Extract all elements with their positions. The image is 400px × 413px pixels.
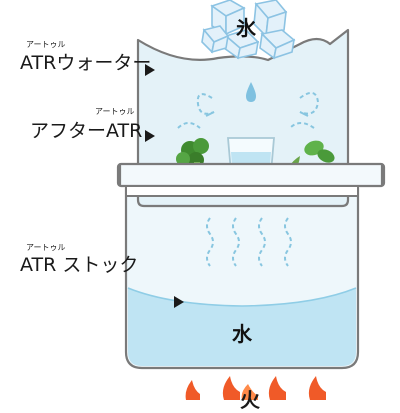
swirl-right — [299, 91, 320, 115]
pot-rim — [116, 162, 386, 197]
water-name-ruby: アートゥル — [26, 40, 66, 49]
stock-name-ruby: アートゥル — [26, 243, 66, 252]
swirl-right-low — [289, 122, 315, 129]
steam-lines — [206, 217, 292, 267]
ice-char: 氷 — [236, 16, 256, 40]
after-name-label: アフターATR — [30, 120, 143, 142]
swirl-right-tip — [299, 111, 309, 117]
water-drop-icon — [246, 82, 256, 102]
swirl-left — [196, 93, 215, 115]
flame-icon — [185, 376, 326, 400]
distillation-diagram: 氷 水 火 アートゥル ATRウォーター アートゥル アフターATR アートゥル… — [20, 0, 386, 412]
fire-char: 火 — [240, 388, 260, 412]
pot-water — [128, 288, 356, 366]
lower-pot — [124, 186, 360, 370]
rim-band — [116, 162, 386, 188]
stock-name-label: ATR ストック — [20, 254, 139, 276]
swirl-left-tip — [205, 111, 215, 117]
diagram-canvas — [116, 0, 386, 400]
ice-cubes-icon — [201, 0, 296, 60]
upper-vessel — [136, 28, 350, 208]
arrow-icon — [145, 64, 184, 308]
water-char: 水 — [232, 322, 252, 346]
after-name-ruby: アートゥル — [95, 107, 135, 116]
swirl-left-low — [177, 122, 201, 129]
pot-water-surface — [127, 287, 357, 307]
water-name-label: ATRウォーター — [20, 52, 152, 74]
